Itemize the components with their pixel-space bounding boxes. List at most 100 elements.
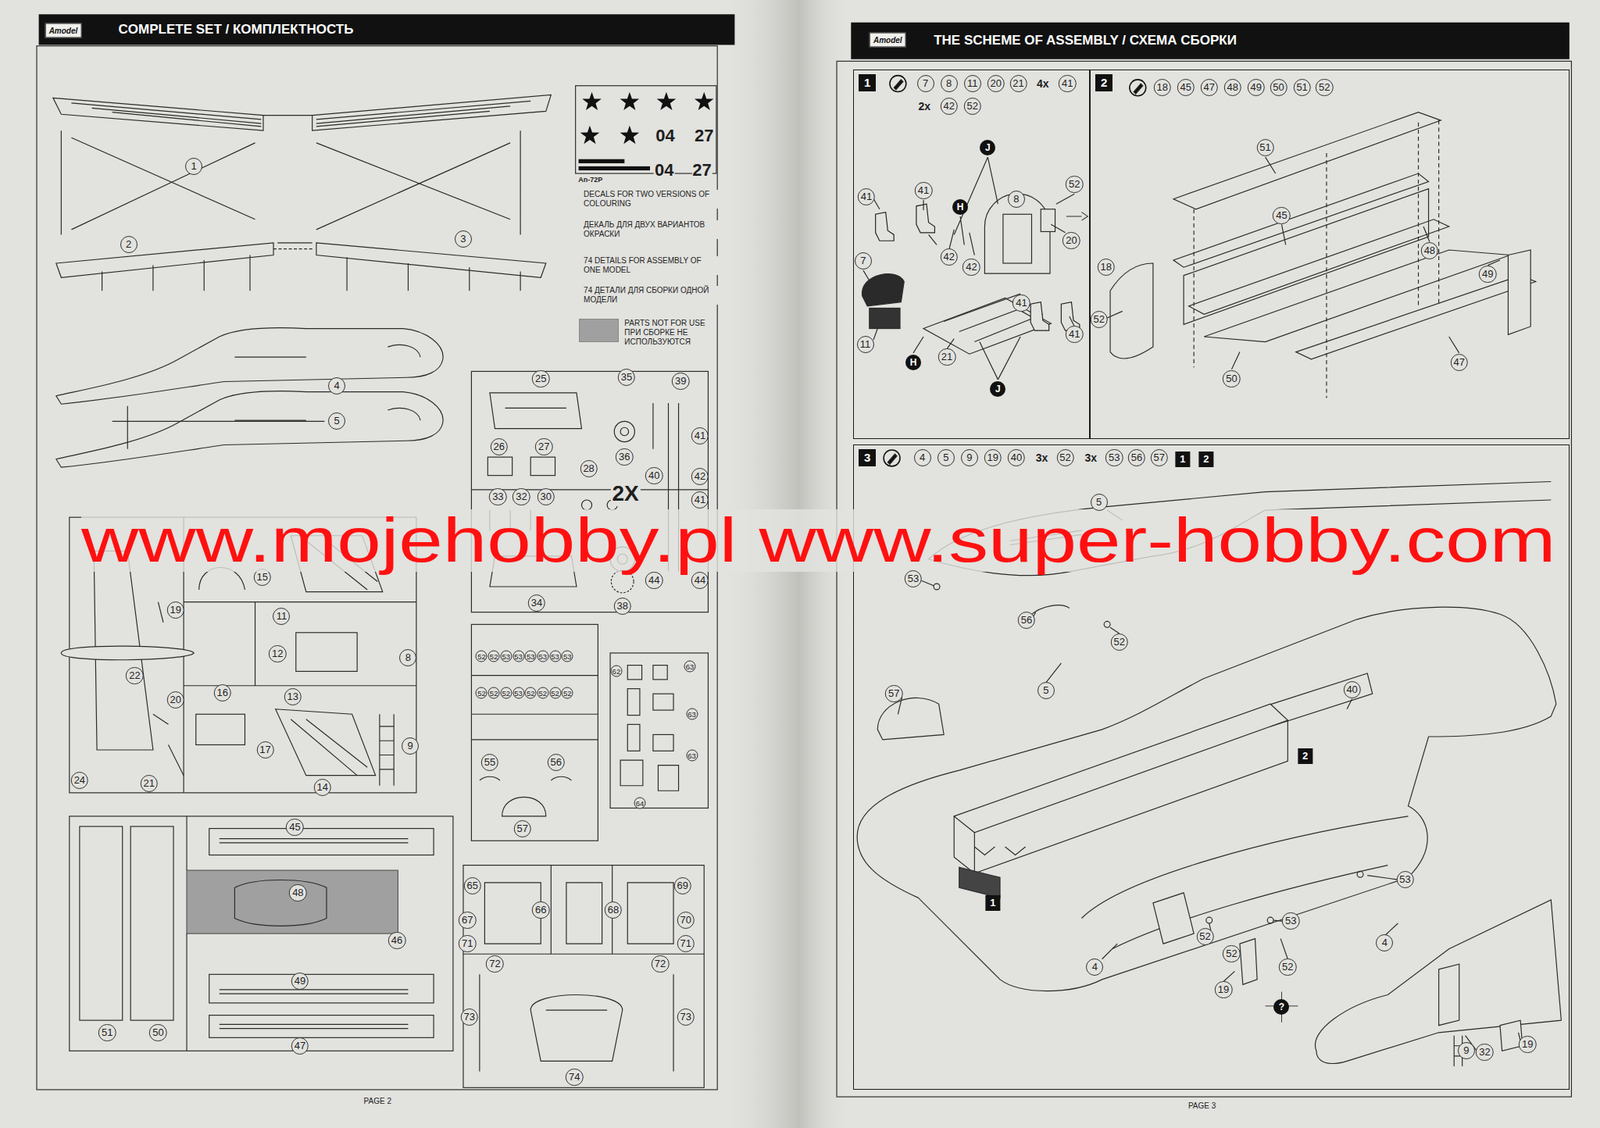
cabin-floor-drawing bbox=[1110, 263, 1154, 359]
callout-number: 52 bbox=[1222, 945, 1240, 963]
callout-number: 52 bbox=[536, 686, 549, 699]
callout-number: 8 bbox=[1007, 190, 1025, 208]
callout-number: 1 bbox=[185, 157, 203, 175]
callout-number: 40 bbox=[1007, 449, 1025, 467]
cockpit-drawing bbox=[943, 293, 1043, 342]
callout-number: 63 bbox=[685, 708, 698, 721]
clear-sprue bbox=[471, 624, 598, 841]
callout-number: 57 bbox=[1150, 449, 1168, 467]
callout-number: 56 bbox=[1128, 449, 1146, 467]
etch-sheet bbox=[653, 734, 674, 751]
callout-number: 50 bbox=[1269, 78, 1287, 97]
fuselage-drawing bbox=[877, 697, 944, 740]
callout-number: 19 bbox=[984, 449, 1002, 467]
legend-swatch bbox=[578, 318, 620, 343]
clear-sprue bbox=[471, 675, 598, 740]
bulkhead-sprue bbox=[463, 865, 704, 955]
callout-number: 53 bbox=[512, 650, 525, 662]
callout-number: 33 bbox=[489, 488, 507, 506]
wing-sprue bbox=[102, 242, 522, 291]
callout-number: 45 bbox=[1272, 207, 1290, 225]
floor-sprue bbox=[219, 1024, 409, 1029]
callout-number: 9 bbox=[401, 737, 419, 755]
cockpit-drawing bbox=[861, 157, 1088, 380]
header-bar bbox=[850, 22, 1570, 60]
cabin-floor-drawing bbox=[1507, 250, 1531, 335]
fuselage-drawing bbox=[1314, 900, 1561, 1064]
wing-sprue bbox=[263, 114, 313, 116]
callout-number: 32 bbox=[512, 488, 530, 506]
callout-number: 53 bbox=[904, 570, 922, 588]
callout-number: 49 bbox=[1478, 265, 1497, 283]
cabin-floor-drawing bbox=[1103, 112, 1536, 399]
step-number: 1 bbox=[858, 74, 876, 92]
callout-number: 57 bbox=[885, 685, 903, 703]
small-sprue bbox=[489, 392, 583, 429]
callout-number: 41 bbox=[857, 188, 875, 206]
quantity-mark: 3x bbox=[1083, 451, 1098, 465]
small-sprue bbox=[530, 457, 555, 476]
fuselage-drawing bbox=[1239, 939, 1258, 986]
instruction-icon: ? bbox=[1273, 999, 1290, 1015]
callout-number: 53 bbox=[1105, 449, 1123, 467]
floor-sprue bbox=[234, 880, 327, 927]
callout-number: 20 bbox=[987, 75, 1005, 93]
callout-number: 47 bbox=[291, 1037, 309, 1055]
callout-number: 74 bbox=[565, 1068, 583, 1086]
etch-sheet bbox=[620, 760, 679, 791]
wing-sprue bbox=[316, 100, 531, 127]
callout-number: 47 bbox=[1450, 353, 1468, 372]
callout-number: 52 bbox=[964, 97, 982, 115]
fuselage-drawing bbox=[1153, 892, 1194, 944]
wing-sprue bbox=[71, 103, 261, 127]
callout-number: 53 bbox=[1282, 912, 1300, 930]
note-text: ДЕКАЛЬ ДЛЯ ДВУХ ВАРИАНТОВ ОКРАСКИ bbox=[583, 220, 721, 240]
header-bar bbox=[39, 14, 736, 45]
callout-number: 7 bbox=[854, 252, 872, 270]
callout-number: 36 bbox=[615, 448, 633, 466]
callout-number: 8 bbox=[399, 649, 417, 667]
bulkhead-sprue bbox=[463, 865, 704, 1089]
page-frame bbox=[836, 60, 1572, 1097]
callout-number: 56 bbox=[1017, 611, 1036, 629]
callout-number: 5 bbox=[328, 412, 346, 430]
callout-number: 4 bbox=[328, 377, 346, 395]
floor-sprue bbox=[79, 826, 123, 1021]
callout-number: 70 bbox=[676, 911, 694, 929]
wing-sprue bbox=[53, 94, 551, 291]
glue-icon bbox=[889, 75, 907, 93]
section-heading: THE SCHEME OF ASSEMBLY / СХЕМА СБОРКИ bbox=[930, 31, 1240, 50]
callout-number: 66 bbox=[532, 901, 550, 919]
clear-sprue bbox=[479, 776, 572, 781]
decal-sheet bbox=[578, 159, 625, 164]
wing-sprue bbox=[273, 248, 313, 250]
callout-number: 65 bbox=[464, 877, 482, 895]
callout-number: 63 bbox=[685, 749, 698, 761]
cabin-floor-drawing bbox=[1193, 120, 1439, 398]
callout-number: 53 bbox=[561, 650, 574, 662]
section-heading: COMPLETE SET / КОМПЛЕКТНОСТЬ bbox=[115, 20, 358, 40]
note-text: DECALS FOR TWO VERSIONS OF COLOURING bbox=[583, 189, 721, 209]
callout-number: 57 bbox=[514, 820, 532, 838]
callout-number: 71 bbox=[676, 935, 694, 953]
fuselage-drawing bbox=[953, 703, 1288, 833]
step-panel: 1 bbox=[853, 69, 1090, 440]
callout-number: 41 bbox=[1058, 75, 1076, 93]
wing-sprue bbox=[316, 242, 547, 278]
callout-number: 42 bbox=[939, 248, 958, 266]
cockpit-drawing bbox=[869, 307, 900, 329]
small-sprue bbox=[487, 457, 512, 476]
cabin-floor-drawing bbox=[1173, 112, 1441, 210]
callout-number: 73 bbox=[676, 1008, 694, 1026]
callout-number: 53 bbox=[536, 650, 549, 662]
callout-number: 14 bbox=[314, 778, 332, 797]
fuselage-sprue bbox=[56, 391, 443, 468]
floor-sprue bbox=[69, 816, 454, 1051]
callout-number: 34 bbox=[528, 594, 546, 612]
callout-number: 39 bbox=[671, 372, 690, 390]
tail-sprue bbox=[60, 646, 194, 661]
callout-number: 42 bbox=[962, 258, 980, 276]
callout-number: 25 bbox=[532, 370, 550, 388]
callout-number: 67 bbox=[458, 911, 476, 929]
callout-number: 4 bbox=[1375, 934, 1393, 952]
